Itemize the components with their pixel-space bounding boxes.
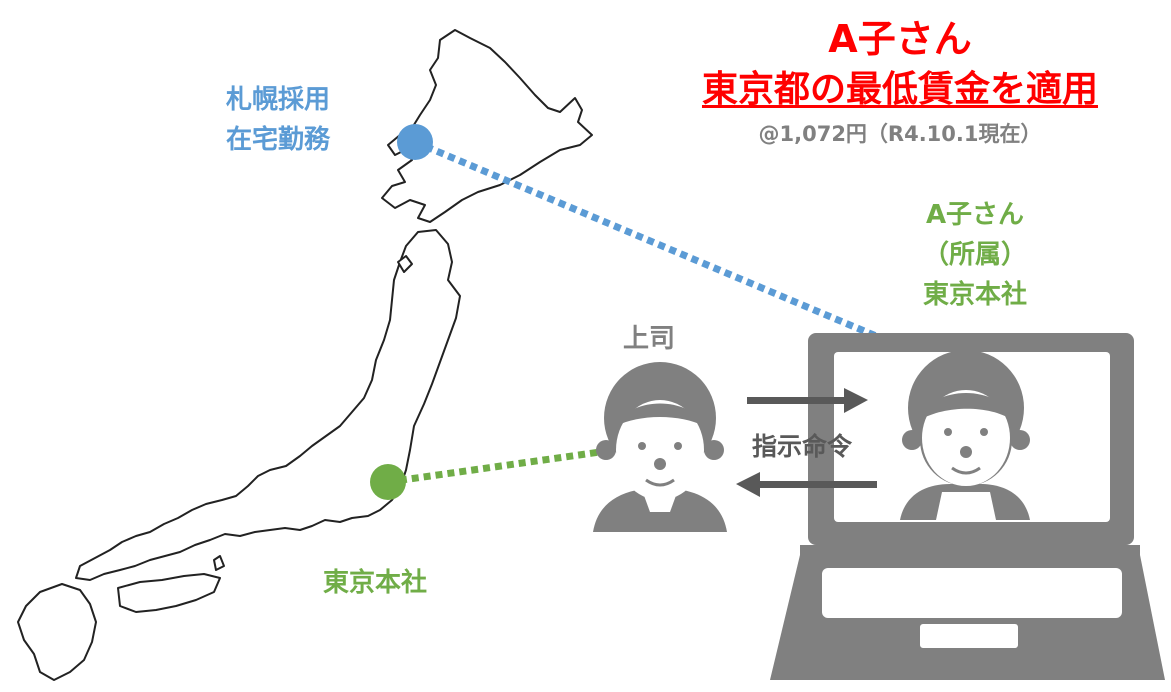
shikoku-outline	[117, 573, 221, 613]
japan-map	[17, 29, 593, 681]
awaji-island	[213, 555, 225, 571]
sapporo-label-line1: 札幌採用	[226, 85, 331, 115]
sado-island	[397, 255, 413, 273]
title-name: A子さん	[828, 17, 972, 61]
employee-label: A子さん （所属） 東京本社	[880, 195, 1070, 315]
instruction-label: 指示命令	[752, 432, 853, 461]
boss-label: 上司	[623, 324, 676, 354]
employee-name: A子さん	[925, 200, 1025, 230]
kyushu-outline	[17, 583, 97, 681]
boss-avatar-icon	[593, 362, 727, 532]
tokyo-hq-label: 東京本社	[323, 568, 428, 598]
arrow-left-icon	[736, 472, 877, 497]
sapporo-label-line2: 在宅勤務	[226, 125, 331, 155]
sapporo-label: 札幌採用 在宅勤務	[226, 80, 330, 160]
sapporo-connector-line	[413, 138, 947, 369]
title-rule: 東京都の最低賃金を適用	[701, 69, 1098, 110]
wage-note: @1,072円（R4.10.1現在）	[758, 122, 1042, 146]
arrow-right-icon	[747, 388, 868, 413]
employee-office: 東京本社	[922, 280, 1027, 310]
tokyo-connector-line	[387, 448, 601, 486]
honshu-outline	[75, 229, 461, 581]
woman-avatar-icon	[900, 350, 1030, 520]
sapporo-dot	[397, 124, 433, 160]
employee-affiliation: （所属）	[922, 240, 1027, 270]
tokyo-dot	[370, 464, 406, 500]
